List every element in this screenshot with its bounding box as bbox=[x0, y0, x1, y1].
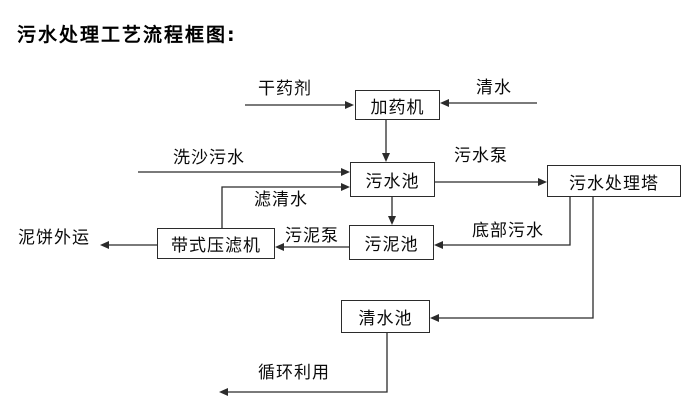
arrow-line-bottom-sewage bbox=[443, 197, 571, 246]
edge-label-mud-cake-out: 泥饼外运 bbox=[18, 228, 90, 248]
node-sludge-pool: 污泥池 bbox=[349, 225, 434, 260]
edge-label-dry-agent: 干药剂 bbox=[258, 79, 312, 99]
node-belt-filter-press: 带式压滤机 bbox=[157, 228, 275, 259]
edge-label-bottom-sewage: 底部污水 bbox=[472, 221, 544, 241]
node-sewage-pool: 污水池 bbox=[350, 162, 435, 197]
arrowhead-dosing-to-sewage bbox=[382, 153, 390, 162]
arrowhead-tower-to-clean bbox=[430, 314, 439, 322]
arrowhead-sewage-pump bbox=[538, 178, 547, 186]
page-title: 污水处理工艺流程框图: bbox=[17, 24, 237, 46]
node-dosing-machine: 加药机 bbox=[355, 90, 440, 120]
arrowhead-filtered-water bbox=[341, 183, 350, 191]
edge-label-clean-water: 清水 bbox=[476, 78, 512, 98]
arrowhead-mud-cake bbox=[100, 241, 109, 249]
edge-label-sand-washing-sewage: 洗沙污水 bbox=[173, 148, 245, 168]
arrowhead-sludge-pump bbox=[275, 243, 284, 251]
edge-label-filtered-water: 滤清水 bbox=[254, 190, 308, 210]
edge-label-sludge-pump: 污泥泵 bbox=[285, 226, 339, 246]
arrow-line-recycle bbox=[228, 333, 388, 393]
arrowhead-dry-agent bbox=[345, 101, 354, 109]
edge-label-recycle-use: 循环利用 bbox=[258, 363, 330, 383]
arrow-line-tower-to-clean bbox=[439, 197, 594, 319]
arrowhead-sewage-to-sludge bbox=[388, 216, 396, 225]
arrowhead-sand-washing bbox=[341, 168, 350, 176]
arrowhead-clean-water bbox=[440, 99, 449, 107]
arrowhead-recycle bbox=[219, 388, 228, 396]
arrowhead-bottom-sewage bbox=[434, 241, 443, 249]
node-clean-water-pool: 清水池 bbox=[341, 300, 430, 333]
node-treatment-tower: 污水处理塔 bbox=[547, 165, 681, 197]
arrow-line-filtered-water bbox=[221, 186, 341, 228]
edge-label-sewage-pump: 污水泵 bbox=[454, 146, 508, 166]
